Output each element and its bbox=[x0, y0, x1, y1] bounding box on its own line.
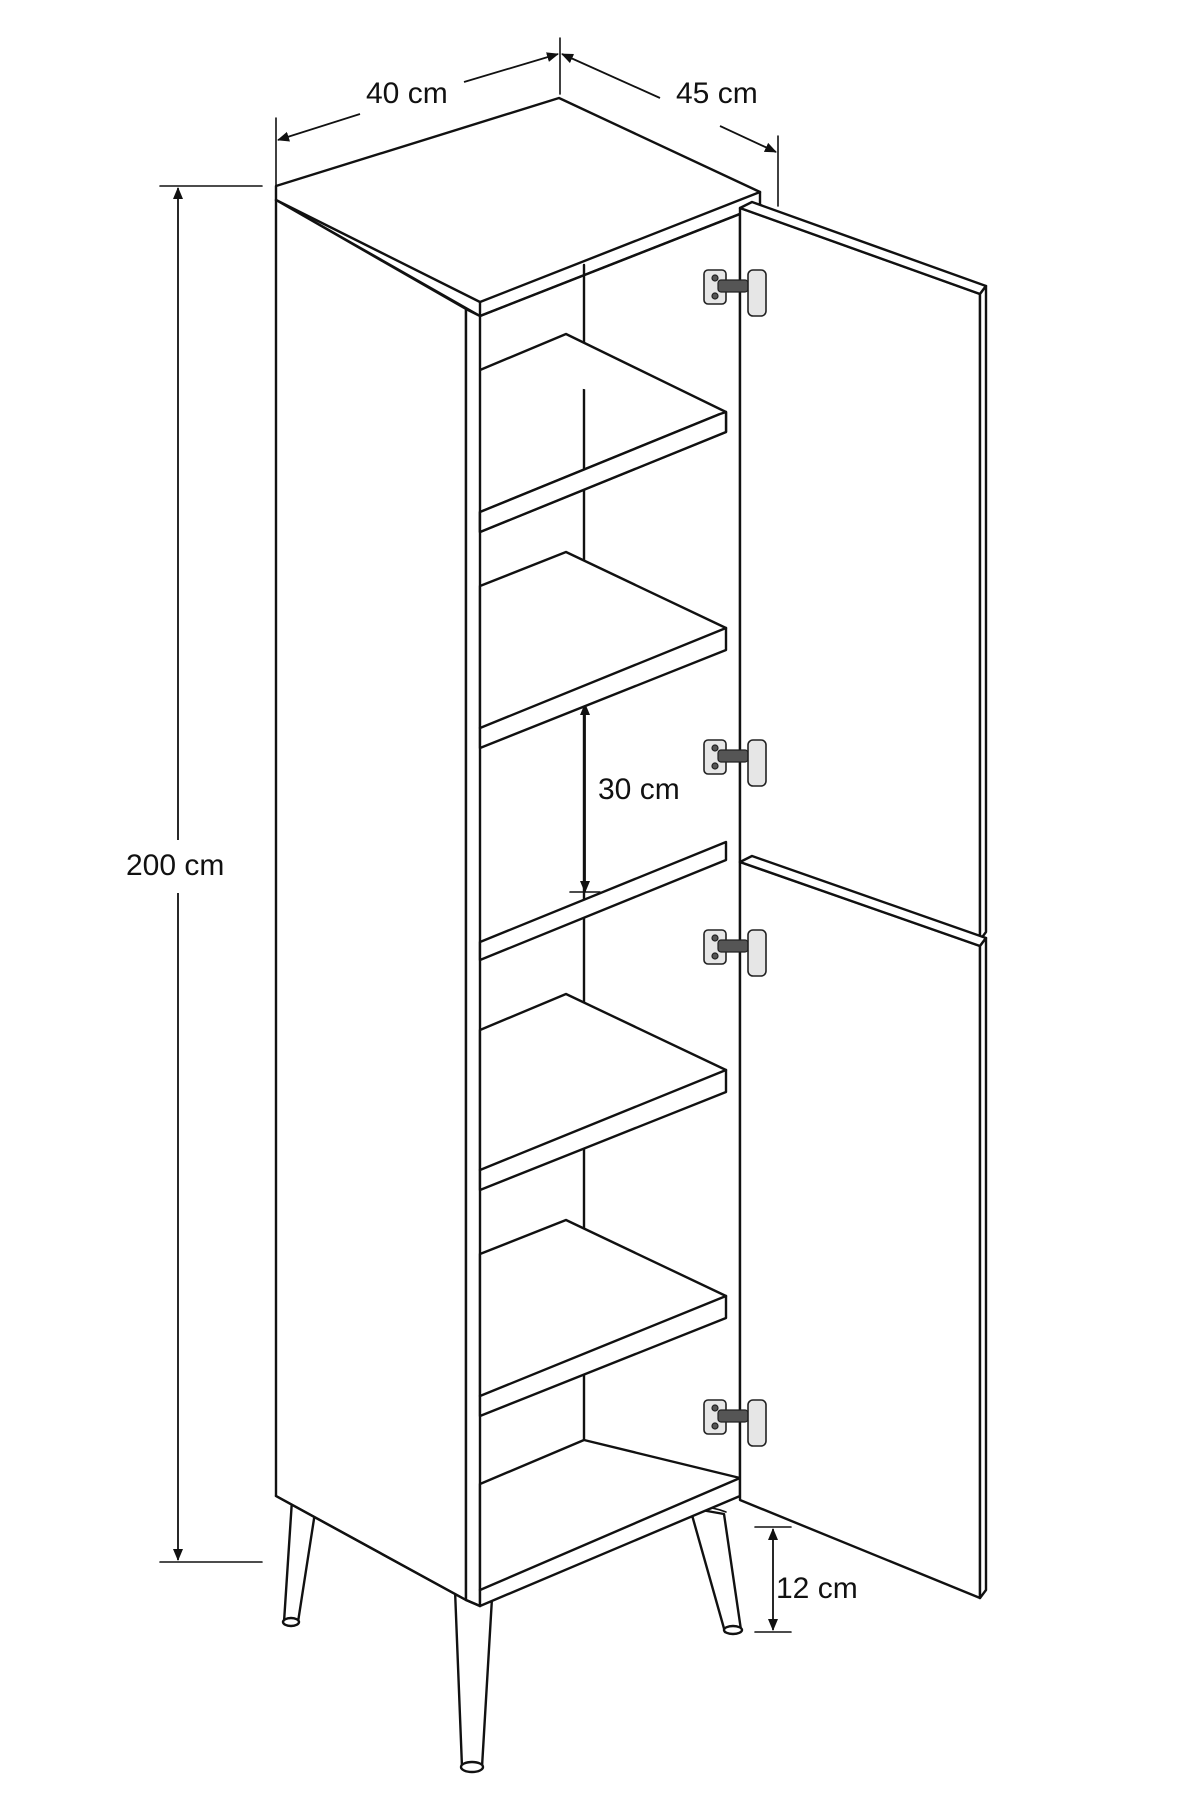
lower-door bbox=[738, 854, 988, 1600]
shelf-5 bbox=[478, 1218, 728, 1418]
shelf-spacing-dimension: 30 cm bbox=[569, 703, 680, 893]
shelf-3 bbox=[478, 840, 728, 962]
leg-height-dimension: 12 cm bbox=[754, 1526, 858, 1633]
height-label: 200 cm bbox=[126, 849, 224, 882]
shelf-4 bbox=[478, 992, 728, 1192]
height-dimension: 200 cm bbox=[126, 185, 263, 1563]
depth-dimension: 45 cm bbox=[561, 53, 779, 207]
cabinet-body bbox=[274, 96, 762, 1608]
side-panel bbox=[274, 198, 468, 1602]
hinges bbox=[703, 269, 767, 1447]
hinge-icon bbox=[703, 929, 767, 977]
cabinet-legs bbox=[281, 1498, 744, 1774]
upper-door bbox=[738, 200, 988, 942]
hinge-icon bbox=[703, 269, 767, 317]
depth-label: 45 cm bbox=[676, 77, 758, 110]
hinge-icon bbox=[703, 739, 767, 787]
width-label: 40 cm bbox=[366, 77, 448, 110]
leg-height-label: 12 cm bbox=[776, 1572, 858, 1605]
width-dimension: 40 cm bbox=[275, 37, 561, 187]
shelf-2 bbox=[478, 550, 728, 750]
hinge-icon bbox=[703, 1399, 767, 1447]
shelf-spacing-label: 30 cm bbox=[598, 773, 680, 806]
shelves bbox=[478, 332, 728, 1418]
